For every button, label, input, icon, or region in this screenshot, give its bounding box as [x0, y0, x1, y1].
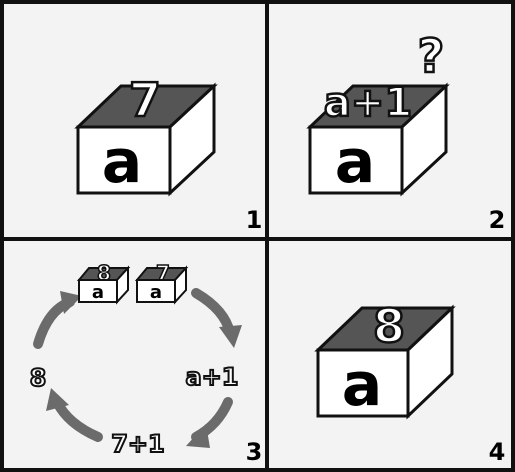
- arrowhead-3: [46, 388, 69, 411]
- small-box-2: 7 a: [134, 260, 189, 305]
- box-value: 8: [373, 299, 405, 353]
- box-label: a: [342, 350, 383, 420]
- box-front: [76, 125, 172, 195]
- arrowhead-1: [219, 325, 242, 348]
- panel-3: 8 a 7 a a+1 7+1 8 3: [29, 260, 263, 466]
- box-label: a: [335, 127, 376, 197]
- cycle-label-sum: 7+1: [111, 430, 165, 458]
- panel-number: 1: [246, 206, 263, 234]
- box-front: [308, 125, 404, 195]
- panel-number: 2: [489, 206, 506, 234]
- arrow-heads: [46, 291, 242, 448]
- box-side: [116, 265, 129, 305]
- box-expression: a+1: [324, 80, 412, 126]
- box-side: [400, 82, 448, 197]
- panel-2: a+1 ? a 2: [306, 28, 506, 234]
- box-value: 7: [129, 73, 161, 127]
- panel-number: 3: [246, 438, 263, 466]
- box-side: [168, 82, 216, 197]
- cycle-label-result: 8: [30, 364, 47, 392]
- box-label: a: [92, 282, 104, 303]
- panel-number: 4: [489, 438, 506, 466]
- box-label: a: [102, 127, 143, 197]
- arrowhead-4: [60, 291, 82, 314]
- box-side: [406, 304, 454, 420]
- small-box-1: 8 a: [76, 260, 131, 305]
- arrowhead-2: [186, 424, 210, 448]
- question-mark: ?: [418, 29, 445, 83]
- box-side: [174, 265, 187, 305]
- box-label: a: [150, 282, 162, 303]
- box-front: [316, 348, 410, 418]
- cycle-label-expression: a+1: [185, 363, 238, 391]
- panel-4: 8 a 4: [314, 298, 506, 466]
- panel-1: 7 a 1: [74, 72, 263, 234]
